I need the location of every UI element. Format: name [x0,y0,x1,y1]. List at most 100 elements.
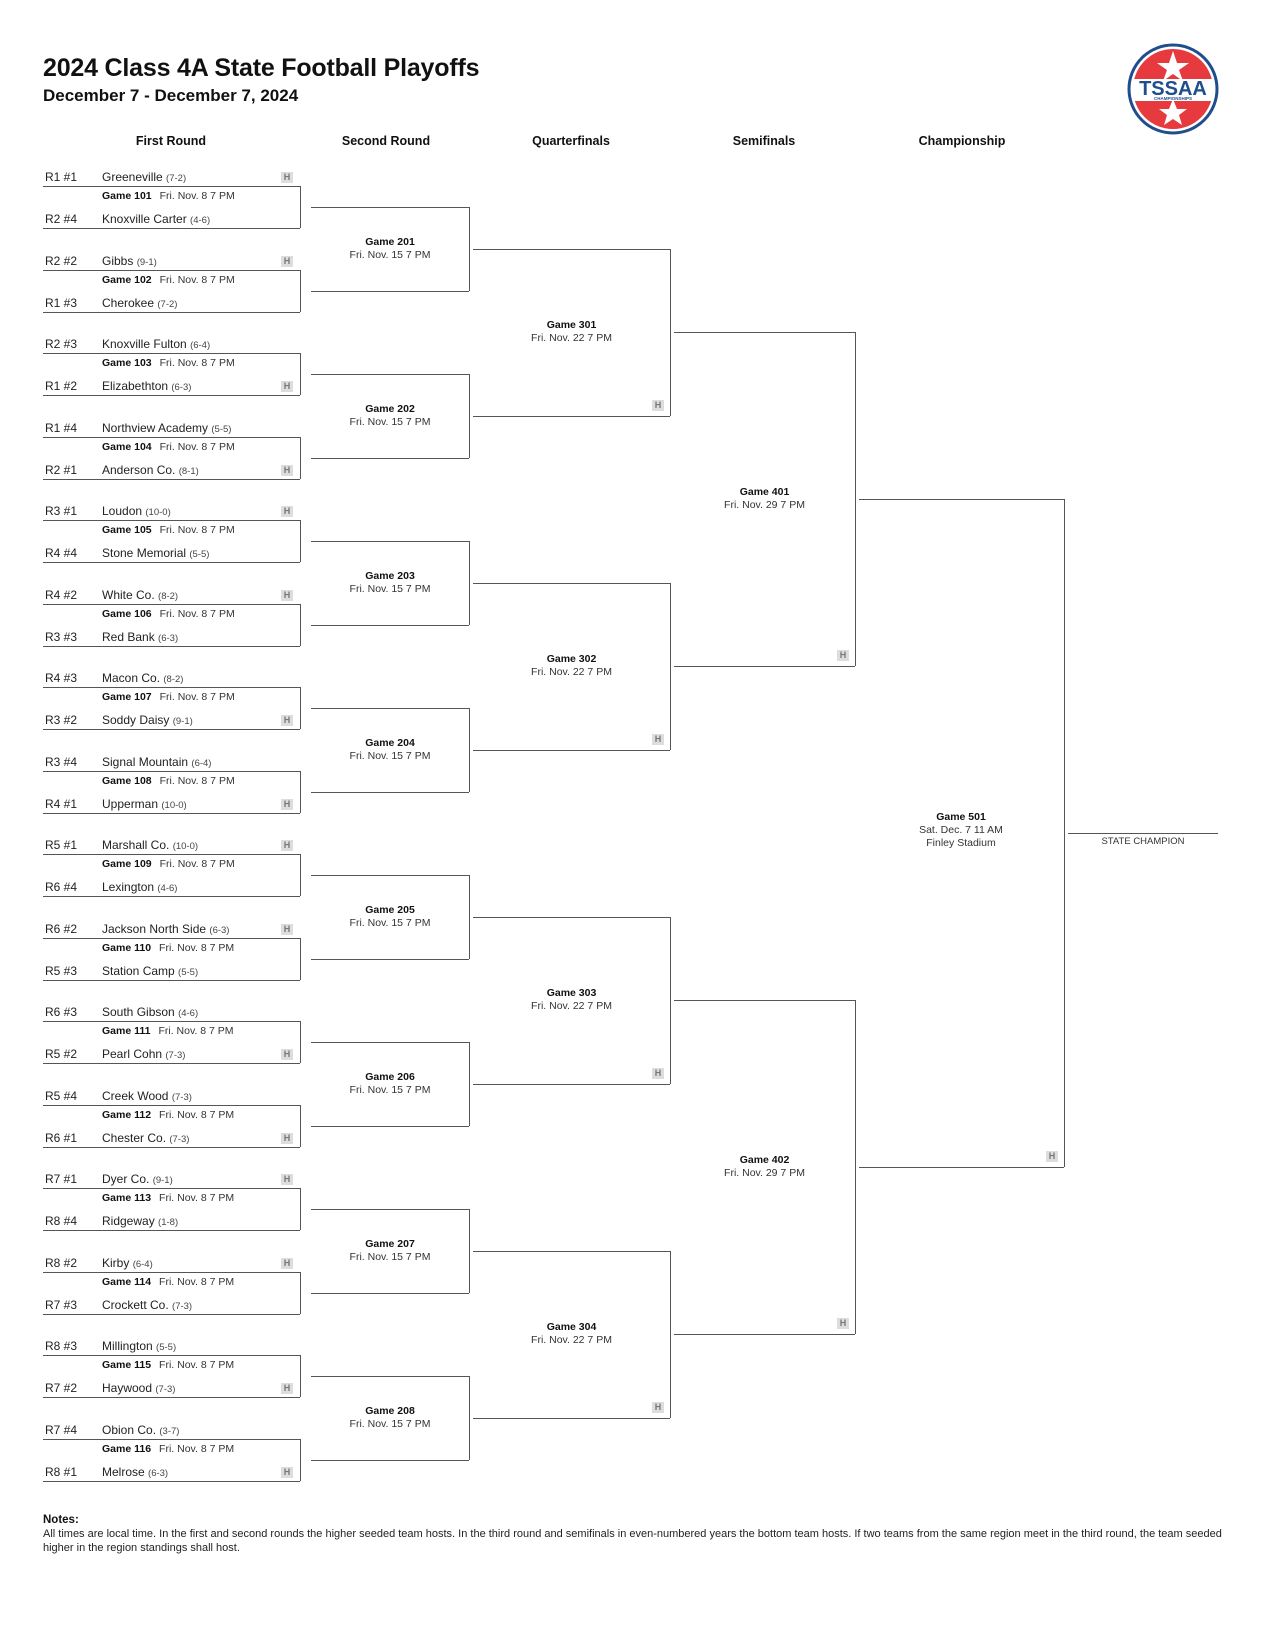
team-name[interactable]: Station Camp (5-5) [102,964,198,978]
seed-label: R4 #3 [45,671,78,685]
team-name[interactable]: Millington (5-5) [102,1339,176,1353]
bracket-line [670,248,671,416]
team-record: (1-8) [158,1217,179,1228]
bracket-line [311,1459,469,1461]
team-name-text: Chester Co. [102,1130,167,1145]
game-number: Game 112 [102,1108,152,1121]
bracket-line [300,770,301,813]
team-name-text: White Co. [102,587,155,602]
team-name[interactable]: Dyer Co. (9-1) [102,1172,173,1186]
team-name[interactable]: Knoxville Fulton (6-4) [102,337,210,351]
team-name[interactable]: White Co. (8-2) [102,588,178,602]
team-record: (10-0) [161,799,187,811]
team-name[interactable]: Knoxville Carter (4-6) [102,212,210,226]
home-badge: H [281,255,293,267]
team-name[interactable]: Greeneville (7-2) [102,170,186,184]
team-name[interactable]: Soddy Daisy (9-1) [102,713,193,727]
team-record: (10-0) [145,507,171,518]
team-record: (10-0) [172,841,199,852]
home-badge: H [837,650,849,662]
team-record: (6-4) [190,340,211,351]
team-record: (7-2) [157,298,178,310]
team-name[interactable]: Elizabethton (6-3) [102,379,191,393]
team-name-text: Gibbs [102,253,134,268]
game-date: Fri. Nov. 29 7 PM [724,1167,805,1180]
seed-label: R5 #4 [45,1088,78,1103]
seed-label: R3 #1 [45,504,78,518]
team-name[interactable]: Cherokee (7-2) [102,296,177,310]
team-name[interactable]: Anderson Co. (8-1) [102,463,199,477]
bracket-line [311,1292,469,1294]
team-name[interactable]: Obion Co. (3-7) [102,1423,179,1437]
team-name[interactable]: Marshall Co. (10-0) [102,838,198,852]
home-badge: H [1046,1151,1058,1163]
bracket-line [311,624,469,626]
bracket-line [43,1313,300,1315]
team-name-text: Haywood [102,1381,153,1395]
team-name[interactable]: Ridgeway (1-8) [102,1214,178,1228]
team-name[interactable]: Red Bank (6-3) [102,630,178,644]
seed-label: R1 #2 [45,379,78,393]
home-badge: H [281,1257,293,1269]
team-name[interactable]: Stone Memorial (5-5) [102,546,209,560]
champion-line [1068,833,1218,835]
game-number: Game 203 [365,569,415,582]
team-name[interactable]: Melrose (6-3) [102,1465,168,1479]
seed-label: R5 #3 [45,963,78,978]
team-name[interactable]: South Gibson (4-6) [102,1005,198,1019]
seed-label: R6 #3 [45,1005,78,1019]
bracket-line [43,854,300,855]
page-subtitle: December 7 - December 7, 2024 [43,86,299,105]
bracket-line [43,979,300,981]
team-name[interactable]: Kirby (6-4) [102,1256,153,1270]
bracket-line [469,875,470,959]
team-name[interactable]: Pearl Cohn (7-3) [102,1047,185,1061]
bracket-line [311,290,469,292]
team-name[interactable]: Chester Co. (7-3) [102,1131,189,1145]
team-name-text: Soddy Daisy [102,713,170,727]
team-record: (9-1) [136,256,157,268]
team-name[interactable]: Macon Co. (8-2) [102,671,183,685]
game-number: Game 104 [102,440,152,453]
bracket-line [859,1167,1064,1169]
team-name[interactable]: Haywood (7-3) [102,1381,175,1395]
team-name-text: Knoxville Fulton [102,337,187,351]
team-name[interactable]: Jackson North Side (6-3) [102,922,229,936]
game-date: Fri. Nov. 22 7 PM [531,332,612,345]
team-name[interactable]: Creek Wood (7-3) [102,1089,192,1103]
team-name[interactable]: Northview Academy (5-5) [102,421,231,435]
team-record: (7-3) [155,1384,176,1395]
team-name[interactable]: Signal Mountain (6-4) [102,755,211,769]
team-name[interactable]: Crockett Co. (7-3) [102,1298,192,1312]
team-name[interactable]: Upperman (10-0) [102,797,187,811]
home-badge: H [281,589,293,601]
svg-text:CHAMPIONSHIPS: CHAMPIONSHIPS [1154,96,1192,101]
bracket-line [43,770,300,772]
bracket-line [300,1355,301,1397]
team-name-text: Cherokee [102,295,155,310]
team-name[interactable]: Lexington (4-6) [102,880,177,894]
team-record: (6-4) [132,1258,153,1270]
team-name-text: Dyer Co. [102,1172,150,1186]
bracket-line [43,729,300,730]
bracket-line [674,332,855,334]
bracket-line [43,603,300,605]
team-name[interactable]: Gibbs (9-1) [102,254,157,268]
team-name[interactable]: Loudon (10-0) [102,504,171,518]
bracket-line [473,749,670,751]
game-number: Game 110 [102,941,152,954]
bracket-line [43,1271,300,1273]
seed-label: R2 #1 [45,462,78,477]
home-badge: H [652,399,664,411]
